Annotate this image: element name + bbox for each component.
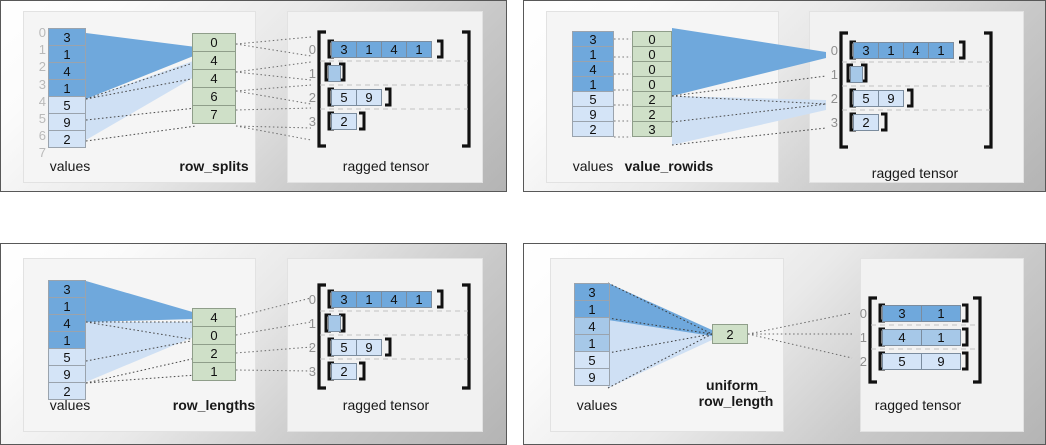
- row-length-cell: 0: [192, 326, 236, 345]
- tensor-cell: 1: [921, 305, 961, 322]
- tensor-row-index-label: 2: [308, 90, 316, 105]
- value-index-label: 5: [38, 111, 46, 126]
- value-index-label: 4: [38, 93, 46, 109]
- tensor-row-index-label: 1: [859, 330, 867, 345]
- value-cell: 2: [48, 130, 86, 148]
- tensor-row-index-label: 0: [859, 306, 867, 321]
- value-rowid-cell: 3: [632, 121, 672, 137]
- tensor-row-index-label: 0: [830, 43, 838, 58]
- tensor-empty-row-cell: [328, 65, 341, 82]
- row-lengths-caption: row_lengths: [172, 397, 256, 413]
- tensor-cell: 9: [356, 339, 382, 356]
- tensor-row-index-label: 1: [308, 316, 316, 331]
- value-index-label: 6: [38, 128, 46, 144]
- tensor-caption-uniform-row-length: ragged tensor: [874, 397, 962, 413]
- tensor-row-index-label: 0: [308, 42, 316, 57]
- tensor-cell: 5: [331, 89, 357, 106]
- tensor-row-index-label: 3: [308, 364, 316, 379]
- tensor-cell: 2: [331, 363, 357, 380]
- tensor-row-index-label: 3: [308, 114, 316, 129]
- tensor-caption-value-rowids: ragged tensor: [871, 165, 959, 181]
- value-index-label: 1: [38, 42, 46, 58]
- uniform-row-length-cell: 2: [712, 324, 748, 344]
- tensor-cell: 1: [928, 42, 954, 59]
- tensor-cell: 1: [406, 41, 432, 58]
- values-caption-row-lengths: values: [49, 397, 91, 413]
- uniform-row-length-caption: uniform_ row_length: [698, 377, 774, 409]
- value-rowids-caption: value_rowids: [624, 158, 714, 174]
- value-index-label: 2: [38, 59, 46, 75]
- tensor-cell: 2: [853, 114, 879, 131]
- value-cell: 1: [48, 45, 86, 63]
- tensor-cell: 4: [381, 41, 407, 58]
- tensor-cell: 1: [921, 329, 961, 346]
- value-index-label: 0: [38, 25, 46, 40]
- tensor-cell: 3: [882, 305, 922, 322]
- tensor-cell: 9: [878, 90, 904, 107]
- tensor-row-index-label: 2: [308, 340, 316, 355]
- tensor-cell: 4: [882, 329, 922, 346]
- row-splits-caption: row_splits: [179, 158, 249, 174]
- tensor-empty-row-cell: [328, 315, 341, 332]
- tensor-row-index-label: 3: [830, 115, 838, 130]
- tensor-row-index-label: 2: [859, 354, 867, 369]
- tensor-caption-row-lengths: ragged tensor: [342, 397, 430, 413]
- tensor-row-index-label: 2: [830, 91, 838, 106]
- values-caption-row-splits: values: [49, 158, 91, 174]
- value-cell: 2: [48, 382, 86, 400]
- tensor-cell: 2: [331, 113, 357, 130]
- row-length-cell: 1: [192, 362, 236, 381]
- tensor-cell: 1: [878, 42, 904, 59]
- values-caption-value-rowids: values: [572, 158, 614, 174]
- tensor-row-index-label: 0: [308, 292, 316, 307]
- value-index-label: 7: [38, 145, 46, 161]
- tensor-empty-row-cell: [850, 66, 863, 83]
- value-index-label: 3: [38, 76, 46, 92]
- value-cell: 9: [574, 368, 610, 386]
- tensor-row-index-label: 1: [830, 67, 838, 82]
- tensor-row-index-label: 1: [308, 66, 316, 81]
- tensor-cell: 9: [921, 353, 961, 370]
- tensor-cell: 9: [356, 89, 382, 106]
- tensor-cell: 5: [882, 353, 922, 370]
- value-cell: 2: [572, 121, 614, 137]
- tensor-cell: 1: [406, 291, 432, 308]
- tensor-caption-row-splits: ragged tensor: [342, 158, 430, 174]
- values-caption-uniform-row-length: values: [576, 397, 618, 413]
- row-splits-cell: 7: [192, 105, 236, 124]
- value-cell: 4: [48, 62, 86, 80]
- tensor-cell: 3: [331, 41, 357, 58]
